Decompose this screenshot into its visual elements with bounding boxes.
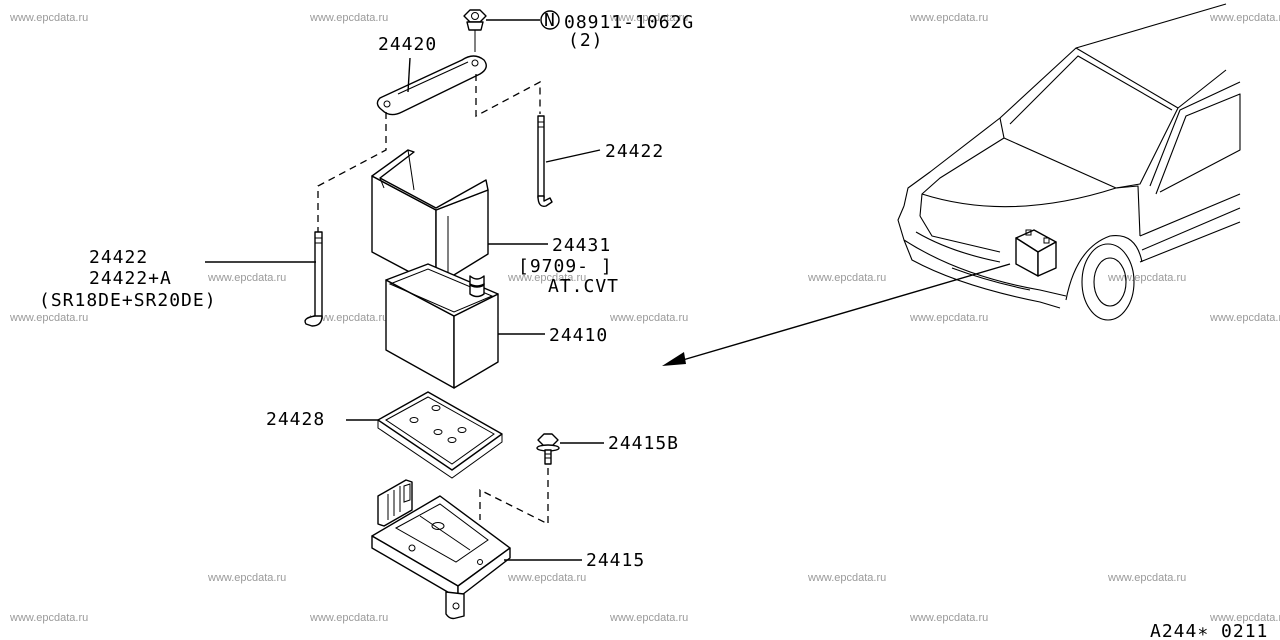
watermark-text: www.epcdata.ru bbox=[909, 12, 988, 24]
battery-tray-pad[interactable] bbox=[377, 391, 503, 479]
label-24415[interactable]: 24415 bbox=[586, 550, 645, 571]
watermark-text: www.epcdata.ru bbox=[309, 612, 388, 624]
watermark-layer: www.epcdata.ru www.epcdata.ru www.epcdata.… bbox=[9, 12, 1280, 624]
battery-hold-down-bar[interactable] bbox=[376, 55, 487, 116]
location-arrow-line bbox=[675, 263, 1011, 363]
watermark-text: www.epcdata.ru bbox=[807, 572, 886, 584]
label-24410[interactable]: 24410 bbox=[549, 325, 608, 346]
leader-24420 bbox=[407, 57, 411, 93]
battery[interactable] bbox=[385, 263, 499, 389]
label-08911-qty: (2) bbox=[568, 30, 604, 51]
label-08911-1062g[interactable]: 08911-1062G bbox=[564, 12, 694, 33]
circle-n-symbol bbox=[540, 10, 560, 30]
label-24431[interactable]: 24431 bbox=[552, 235, 611, 256]
watermark-text: www.epcdata.ru bbox=[207, 572, 286, 584]
label-24422-left[interactable]: 24422 bbox=[89, 247, 148, 268]
assembly-line-left-rod bbox=[317, 112, 387, 232]
label-24422-right[interactable]: 24422 bbox=[605, 141, 664, 162]
watermark-text: www.epcdata.ru bbox=[909, 312, 988, 324]
vehicle-location-view bbox=[897, 3, 1241, 321]
battery-tray-bracket[interactable] bbox=[371, 479, 511, 620]
label-24420[interactable]: 24420 bbox=[378, 34, 437, 55]
location-arrow-head bbox=[662, 352, 686, 366]
watermark-text: www.epcdata.ru bbox=[1107, 572, 1186, 584]
figure-code: A244∗ 0211 bbox=[1150, 621, 1268, 640]
label-24431-note: AT.CVT bbox=[548, 276, 619, 297]
watermark-text: www.epcdata.ru bbox=[1107, 272, 1186, 284]
watermark-text: www.epcdata.ru bbox=[207, 272, 286, 284]
watermark-text: www.epcdata.ru bbox=[1209, 312, 1280, 324]
watermark-text: www.epcdata.ru bbox=[9, 312, 88, 324]
label-24428[interactable]: 24428 bbox=[266, 409, 325, 430]
watermark-text: www.epcdata.ru bbox=[909, 612, 988, 624]
watermark-text: www.epcdata.ru bbox=[609, 312, 688, 324]
watermark-text: www.epcdata.ru bbox=[309, 12, 388, 24]
watermark-text: www.epcdata.ru bbox=[609, 612, 688, 624]
watermark-text: www.epcdata.ru bbox=[507, 572, 586, 584]
assembly-line-right-rod bbox=[475, 74, 541, 118]
label-24431-date: [9709- ] bbox=[518, 256, 613, 277]
label-24422-left-alt[interactable]: 24422+A bbox=[89, 268, 172, 289]
hold-down-rod-left[interactable] bbox=[304, 231, 323, 327]
hold-down-rod-right[interactable] bbox=[537, 115, 553, 207]
watermark-text: www.epcdata.ru bbox=[1209, 612, 1280, 624]
watermark-text: www.epcdata.ru bbox=[9, 12, 88, 24]
n-symbol: N bbox=[544, 10, 556, 31]
flange-bolt-24415b[interactable] bbox=[536, 433, 560, 465]
hex-bolt-08911[interactable] bbox=[463, 9, 487, 52]
label-24415b[interactable]: 24415B bbox=[608, 433, 679, 454]
watermark-text: www.epcdata.ru bbox=[1209, 12, 1280, 24]
watermark-text: www.epcdata.ru bbox=[609, 12, 688, 24]
watermark-text: www.epcdata.ru bbox=[9, 612, 88, 624]
label-24422-left-note: (SR18DE+SR20DE) bbox=[39, 290, 217, 311]
watermark-text: www.epcdata.ru bbox=[507, 272, 586, 284]
battery-insulator-cover[interactable] bbox=[371, 149, 489, 287]
assembly-line-bolt-24415b bbox=[479, 468, 549, 526]
leader-24422-right bbox=[545, 149, 601, 163]
watermark-text: www.epcdata.ru bbox=[807, 272, 886, 284]
watermark-text: www.epcdata.ru bbox=[309, 312, 388, 324]
